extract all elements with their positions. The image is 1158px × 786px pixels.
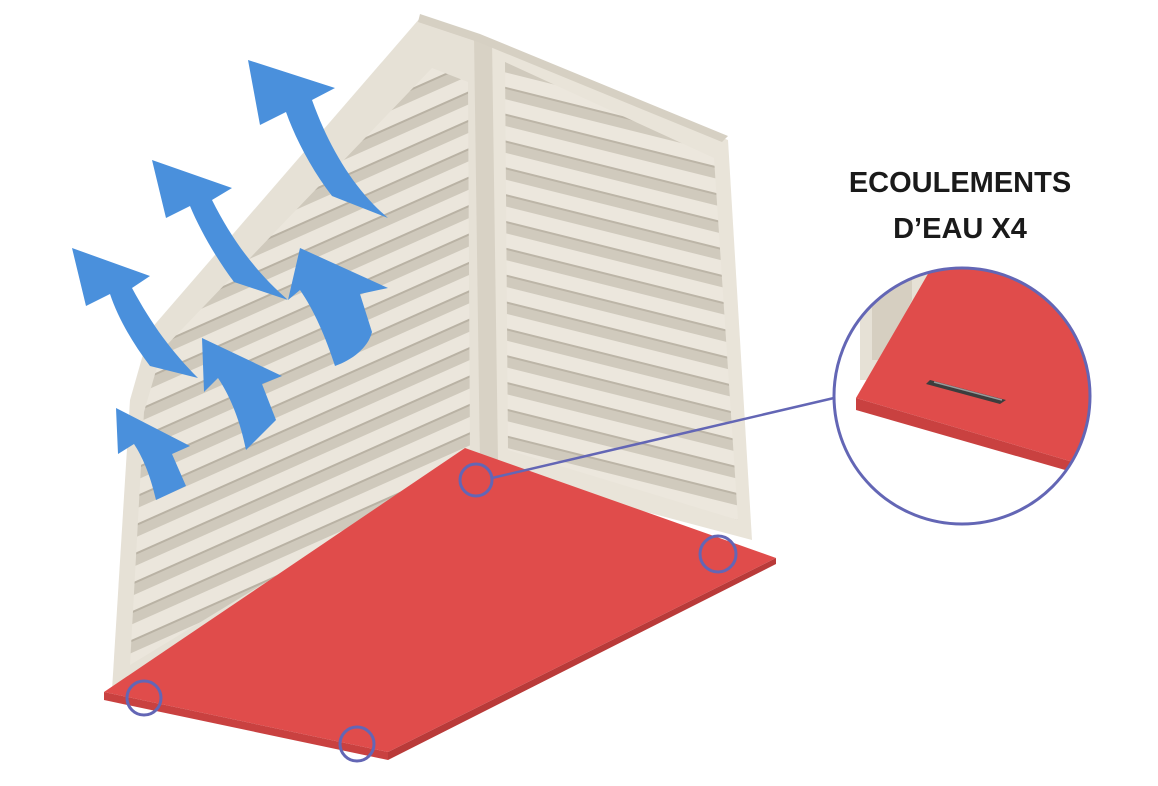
base-top-face xyxy=(104,448,776,752)
drain-hole-marker xyxy=(338,725,376,763)
callout-label-line2: D’EAU X4 xyxy=(893,213,1027,245)
zoom-base-edge xyxy=(856,398,1090,480)
zoom-panel-louver xyxy=(872,280,912,360)
drain-hole-marker xyxy=(698,534,738,574)
magnifier-ring xyxy=(832,266,1092,526)
drain-hole-marker xyxy=(125,679,163,717)
airflow-arrow-icon xyxy=(116,408,190,500)
callout-label: ECOULEMENTS D’EAU X4 xyxy=(800,160,1120,252)
callout-label-line1: ECOULEMENTS xyxy=(848,167,1072,199)
drain-slot-icon xyxy=(926,380,1006,404)
airflow-arrow-icon xyxy=(288,248,388,366)
airflow-arrow-icon xyxy=(248,60,388,218)
callout-connector-line xyxy=(491,396,835,480)
top-cap xyxy=(418,14,728,142)
airflow-arrow-icon xyxy=(72,248,198,378)
airflow-arrow-icon xyxy=(202,338,282,450)
drain-markers xyxy=(125,462,738,763)
airflow-arrow-icon xyxy=(152,160,288,300)
corner-post xyxy=(474,36,498,468)
left-louvers xyxy=(130,68,470,665)
magnifier-callout xyxy=(832,266,1092,526)
base-edge-front xyxy=(104,692,388,760)
right-louvers xyxy=(505,62,738,520)
drain-hole-marker xyxy=(458,462,494,498)
zoom-base xyxy=(856,268,1090,470)
base-plate xyxy=(104,448,776,760)
base-edge-right xyxy=(388,558,776,760)
airflow-arrows xyxy=(72,60,388,500)
